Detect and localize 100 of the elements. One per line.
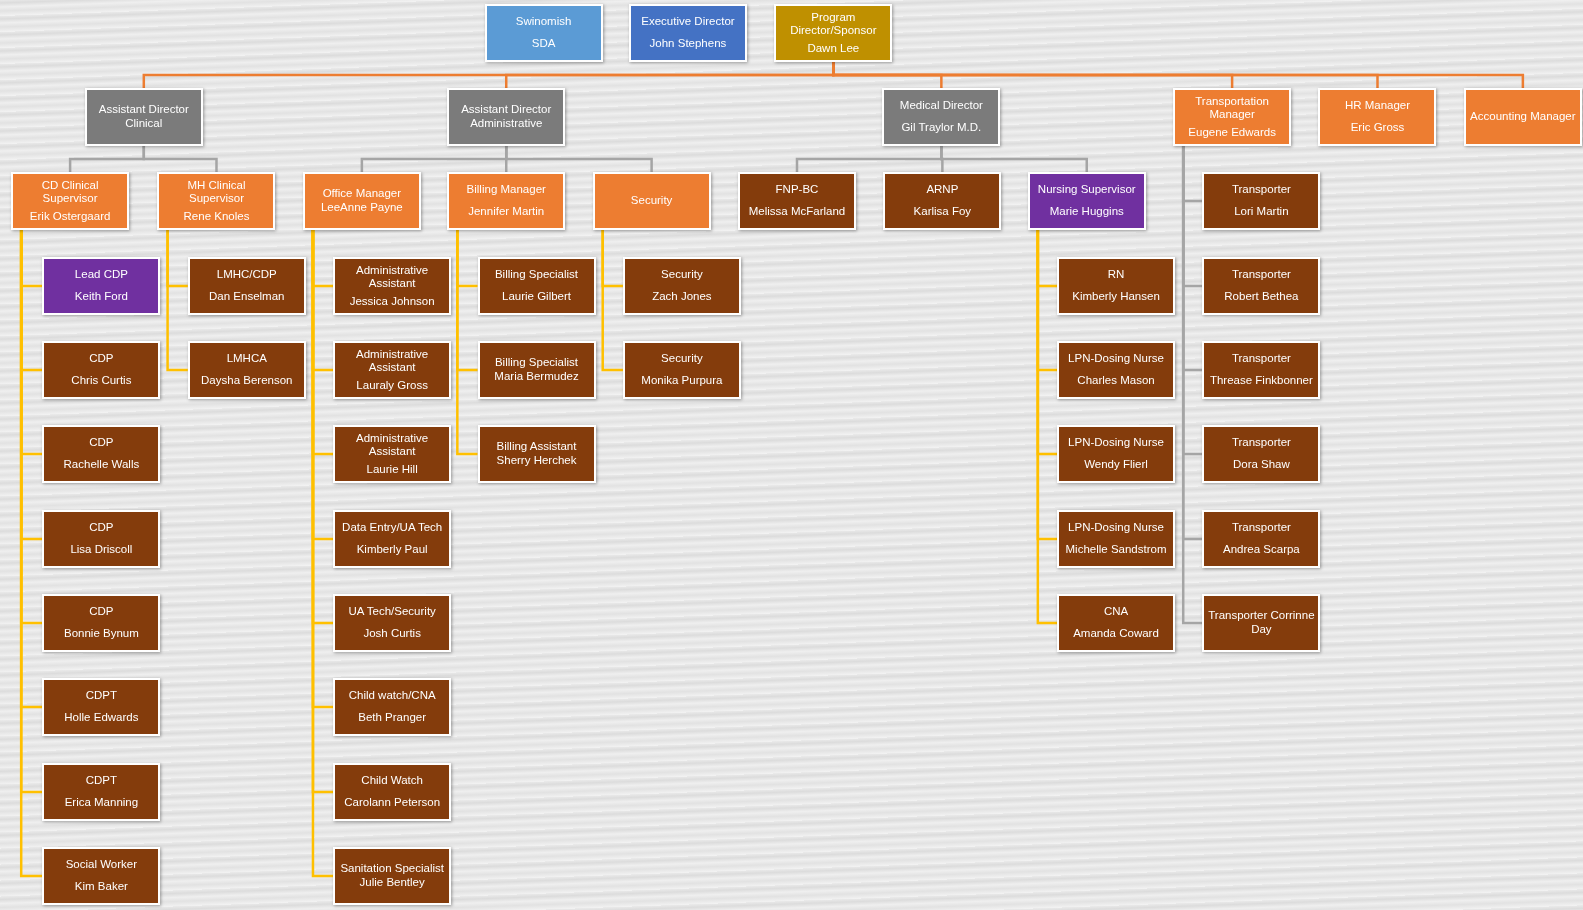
person-name: Carolann Peterson — [344, 796, 441, 810]
person-name: Jessica Johnson — [349, 294, 435, 309]
role-title: Security — [661, 352, 703, 366]
role-title: FNP-BC — [775, 183, 819, 197]
connector-line — [505, 146, 653, 172]
role-box — [1202, 425, 1321, 483]
person-name: Holle Edwards — [64, 711, 139, 725]
role-box — [1202, 257, 1321, 315]
connector-line — [456, 230, 478, 456]
role-box — [42, 425, 161, 483]
role-box — [1202, 341, 1321, 399]
person-name: Keith Ford — [74, 290, 128, 304]
role-box — [1318, 88, 1437, 146]
role-title: Nursing Supervisor — [1037, 183, 1136, 197]
person-name: SDA — [531, 37, 556, 51]
role-box — [1057, 425, 1175, 483]
role-title: MH Clinical Supervisor — [186, 178, 247, 207]
role-box — [333, 678, 452, 736]
person-name: Dora Shaw — [1232, 458, 1290, 472]
person-name: Andrea Scarpa — [1223, 543, 1300, 557]
role-box — [42, 341, 161, 399]
role-title: Administrative Assistant — [355, 263, 430, 292]
person-name: Lisa Driscoll — [70, 543, 133, 557]
role-box — [302, 172, 421, 230]
person-name: Chris Curtis — [71, 374, 132, 388]
role-box — [11, 172, 130, 230]
connector-line — [166, 230, 188, 372]
person-name: Melissa McFarland — [748, 205, 846, 219]
person-name: Dawn Lee — [807, 41, 860, 56]
role-title: Office Manager LeeAnne Payne — [319, 187, 404, 215]
role-title: Child watch/CNA — [348, 689, 436, 703]
role-title: Transporter — [1231, 436, 1291, 450]
role-box — [447, 172, 566, 230]
role-box — [484, 4, 603, 62]
connector-line — [940, 146, 1088, 172]
person-name: Kimberly Hansen — [1072, 290, 1160, 304]
person-name: Michelle Sandstrom — [1065, 543, 1167, 557]
role-title: LPN-Dosing Nurse — [1068, 521, 1164, 535]
role-title: Medical Director — [899, 99, 983, 113]
role-title: LMHCA — [226, 352, 267, 366]
person-name: Robert Bethea — [1224, 290, 1299, 304]
role-title: Billing Assistant Sherry Herchek — [495, 440, 578, 468]
person-name: Wendy Flierl — [1084, 458, 1148, 472]
person-name: Laurie Hill — [366, 462, 418, 477]
role-title: Child Watch — [361, 774, 423, 788]
person-name: Josh Curtis — [363, 627, 421, 641]
role-title: RN — [1107, 268, 1125, 282]
role-box — [1202, 594, 1321, 652]
role-box — [477, 341, 596, 399]
role-title: Data Entry/UA Tech — [342, 521, 443, 535]
role-box — [1057, 594, 1175, 652]
person-name: Rachelle Walls — [63, 458, 140, 472]
person-name: Karlisa Foy — [913, 205, 972, 219]
person-name: Amanda Coward — [1073, 627, 1159, 641]
person-name: Rene Knoles — [183, 209, 250, 224]
person-name: Daysha Berenson — [201, 374, 293, 388]
person-name: Lori Martin — [1234, 205, 1289, 219]
role-title: CDP — [89, 436, 114, 450]
role-box — [477, 257, 596, 315]
connector-line — [1036, 230, 1057, 625]
role-box — [333, 763, 452, 821]
role-box — [333, 847, 452, 905]
person-name: Erik Ostergaard — [29, 209, 111, 224]
role-box — [882, 88, 1001, 146]
role-title: HR Manager — [1344, 99, 1411, 113]
role-box — [883, 172, 1002, 230]
role-title: CDP — [89, 521, 114, 535]
role-title: Executive Director — [641, 15, 735, 29]
role-box — [622, 341, 741, 399]
role-title: Transporter — [1231, 268, 1291, 282]
role-title: Program Director/Sponsor — [789, 10, 878, 39]
role-box — [42, 847, 161, 905]
role-box — [187, 257, 306, 315]
role-title: Lead CDP — [74, 268, 128, 282]
role-title: Billing Specialist — [494, 268, 579, 282]
role-box — [1057, 510, 1175, 568]
role-title: Security — [630, 194, 673, 208]
role-box — [1057, 341, 1175, 399]
role-title: Sanitation Specialist Julie Bentley — [339, 862, 445, 890]
role-box — [738, 172, 856, 230]
role-box — [42, 510, 161, 568]
connector-line — [601, 230, 623, 372]
person-name: Gil Traylor M.D. — [901, 121, 982, 135]
role-box — [1202, 510, 1321, 568]
person-name: Threase Finkbonner — [1209, 374, 1313, 388]
role-box — [592, 172, 711, 230]
person-name: Lauraly Gross — [356, 378, 428, 393]
role-box — [477, 425, 596, 483]
role-box — [333, 510, 452, 568]
role-title: Social Worker — [65, 858, 138, 872]
person-name: Bonnie Bynum — [64, 627, 139, 641]
role-box — [333, 594, 452, 652]
role-box — [42, 257, 161, 315]
role-title: Administrative Assistant — [355, 347, 430, 376]
person-name: Zach Jones — [652, 290, 712, 304]
role-title: Accounting Manager — [1470, 110, 1576, 124]
role-box — [628, 4, 747, 62]
role-title: Swinomish — [515, 15, 572, 29]
connector-line — [1181, 146, 1203, 625]
person-name: Beth Pranger — [358, 711, 427, 725]
